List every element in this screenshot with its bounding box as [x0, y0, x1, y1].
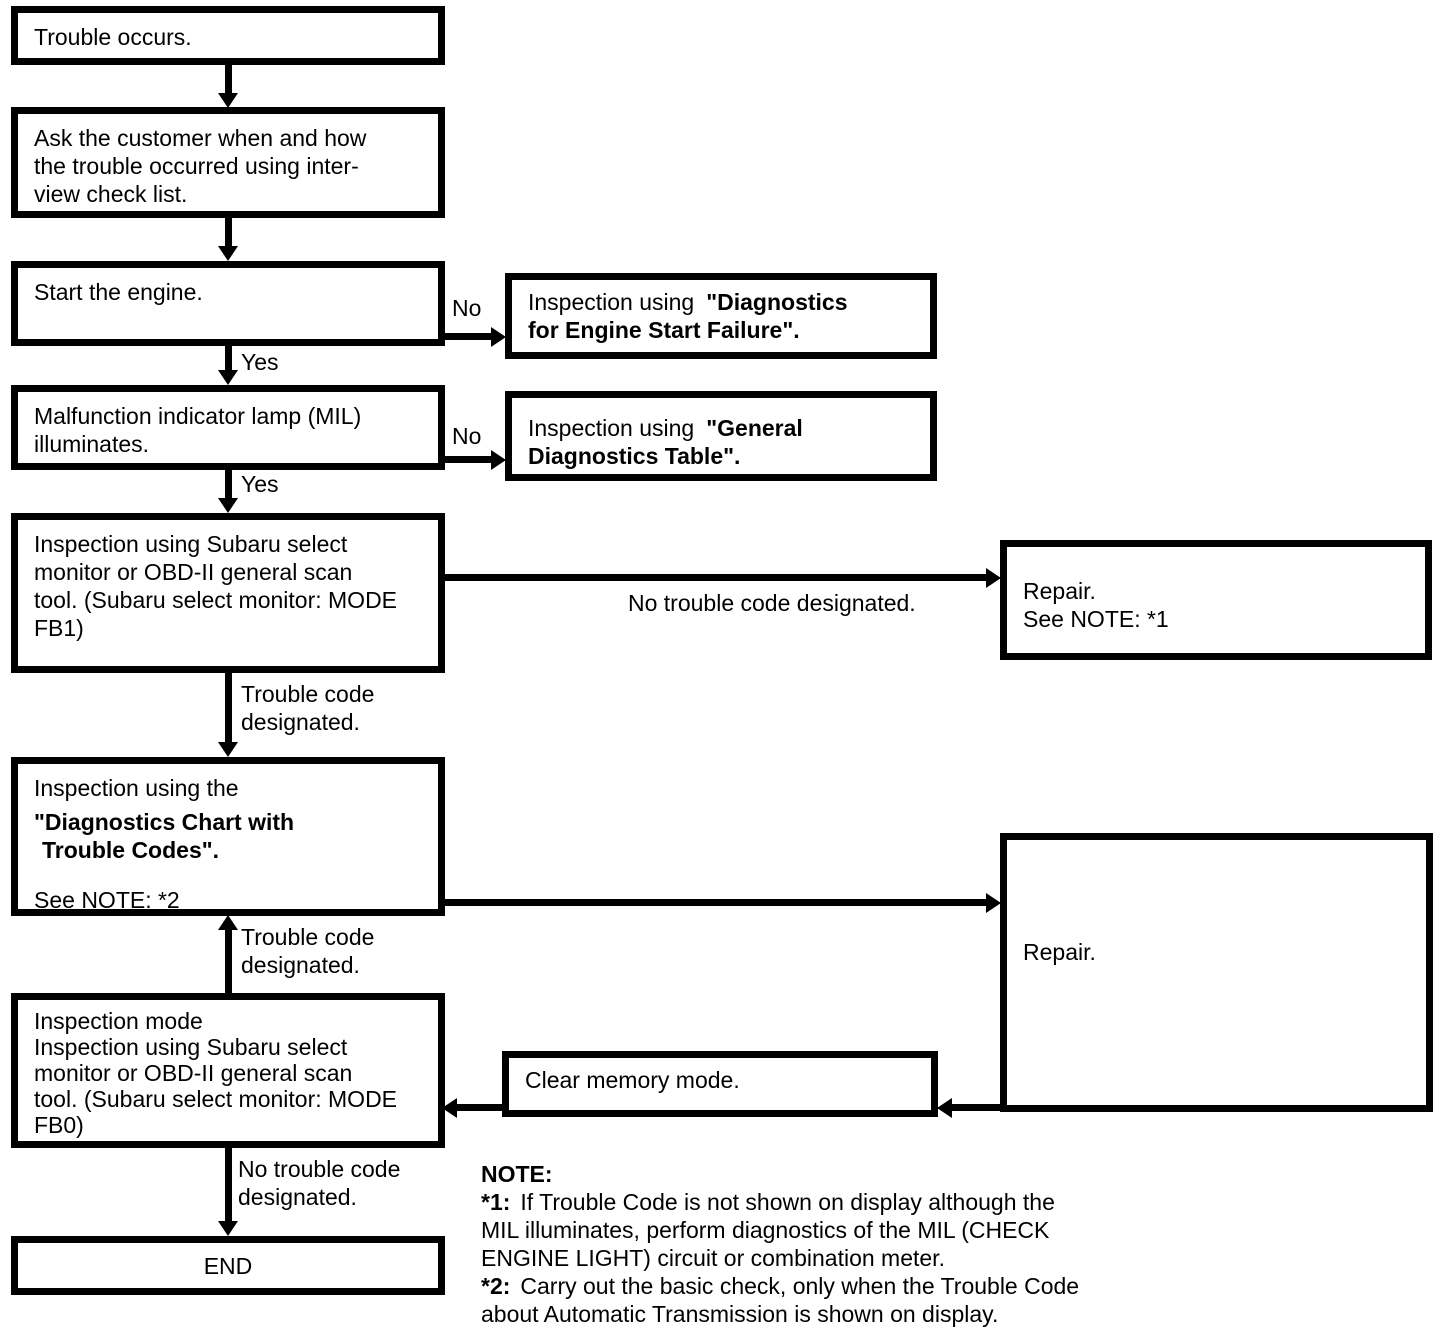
arrow-start-no-shaft — [444, 333, 492, 340]
repair-text: Repair. — [1023, 939, 1096, 965]
note-2-text-1: Carry out the basic check, only when the… — [520, 1273, 1080, 1299]
arrow-fb1-to-repair1-head — [986, 568, 1001, 588]
esf-line-1: Inspection using "Diagnostics — [528, 288, 914, 316]
arrow-fb0-to-chart-head — [218, 915, 238, 930]
diag-chart-title-2: Trouble Codes". — [42, 837, 220, 863]
flow-box-clear-memory: Clear memory mode. — [502, 1051, 938, 1117]
esf-title-1: "Diagnostics — [706, 289, 848, 315]
arrow-trouble-to-ask-shaft — [225, 64, 232, 95]
arrow-trouble-to-ask-head — [218, 93, 238, 108]
fb1-line-3: tool. (Subaru select monitor: MODE — [34, 587, 398, 613]
fb1-line-4: FB1) — [34, 615, 84, 641]
arrow-fb0-to-end-head — [218, 1221, 238, 1236]
diag-chart-title-1: "Diagnostics Chart with — [34, 809, 295, 835]
flow-box-ask-customer: Ask the customer when and how the troubl… — [11, 107, 445, 218]
arrow-start-no-head — [491, 327, 506, 347]
flow-box-trouble-occurs: Trouble occurs. — [11, 6, 445, 65]
edge-label-yes-1: Yes — [241, 349, 279, 375]
note-1-text-3: ENGINE LIGHT) circuit or combination met… — [481, 1245, 945, 1271]
diag-chart-intro: Inspection using the — [34, 775, 239, 801]
edge-label-code-down: Trouble code designated. — [241, 680, 374, 736]
arrow-mil-to-fb1-shaft — [225, 468, 232, 500]
start-engine-text: Start the engine. — [34, 279, 203, 305]
fb0-line-4: tool. (Subaru select monitor: MODE — [34, 1086, 398, 1112]
edge-label-yes-2: Yes — [241, 471, 279, 497]
fb1-line-1: Inspection using Subaru select — [34, 531, 348, 557]
note-2-text-2: about Automatic Transmission is shown on… — [481, 1301, 999, 1327]
fb1-line-2: monitor or OBD-II general scan — [34, 559, 353, 585]
flow-box-inspection-mode-fb0: Inspection mode Inspection using Subaru … — [11, 993, 445, 1148]
edge-label-code-down-2: designated. — [241, 709, 360, 735]
gdt-title-2: Diagnostics Table". — [528, 443, 741, 469]
arrow-start-to-mil-head — [218, 370, 238, 385]
note-block: NOTE: *1: If Trouble Code is not shown on… — [481, 1160, 1079, 1328]
edge-label-code-down-1: Trouble code — [241, 681, 375, 707]
fb0-line-3: monitor or OBD-II general scan — [34, 1060, 353, 1086]
flow-box-general-diagnostics: Inspection using "General Diagnostics Tab… — [505, 391, 937, 481]
edge-label-no-2: No — [452, 423, 482, 449]
fb0-line-1: Inspection mode — [34, 1008, 203, 1034]
flow-box-mil-illuminates: Malfunction indicator lamp (MIL) illumin… — [11, 385, 445, 470]
ask-line-2: the trouble occurred using inter- — [34, 153, 359, 179]
flow-box-inspection-fb1: Inspection using Subaru select monitor o… — [11, 513, 445, 673]
gdt-line-1: Inspection using "General — [528, 414, 914, 442]
arrow-mil-no-head — [491, 450, 506, 470]
note-1-label: *1: — [481, 1189, 511, 1215]
note-heading: NOTE: — [481, 1161, 553, 1187]
repair-note1-line-1: Repair. — [1023, 578, 1096, 604]
arrow-clear-to-fb0-head — [442, 1098, 457, 1118]
clear-memory-text: Clear memory mode. — [525, 1067, 740, 1093]
arrow-start-to-mil-shaft — [225, 345, 232, 372]
flow-box-end: END — [11, 1236, 445, 1295]
edge-label-no-code-down-2: designated. — [238, 1184, 357, 1210]
ask-line-3: view check list. — [34, 181, 188, 207]
fb0-line-5: FB0) — [34, 1112, 84, 1138]
note-2-label: *2: — [481, 1273, 511, 1299]
flow-box-trouble-occurs-text: Trouble occurs. — [34, 24, 192, 50]
arrow-repair-to-clear-shaft — [951, 1104, 1003, 1111]
arrow-fb0-to-end-shaft — [225, 1147, 232, 1223]
note-1-text-1: If Trouble Code is not shown on display … — [520, 1189, 1055, 1215]
esf-title-2: for Engine Start Failure". — [528, 317, 800, 343]
edge-label-no-code-h: No trouble code designated. — [628, 590, 916, 616]
arrow-mil-to-fb1-head — [218, 498, 238, 513]
edge-label-no-1: No — [452, 295, 482, 321]
arrow-clear-to-fb0-shaft — [456, 1104, 503, 1111]
arrow-ask-to-start-head — [218, 246, 238, 261]
gdt-intro: Inspection using — [528, 415, 695, 441]
mil-line-2: illuminates. — [34, 431, 150, 457]
end-text: END — [203, 1252, 253, 1279]
flow-box-start-engine: Start the engine. — [11, 261, 445, 346]
flow-box-diagnostics-chart: Inspection using the "Diagnostics Chart … — [11, 757, 445, 916]
arrow-fb1-to-repair1-shaft — [444, 574, 987, 581]
edge-label-no-code-down: No trouble code designated. — [238, 1155, 400, 1211]
arrow-fb0-to-chart-shaft — [225, 929, 232, 993]
fb0-line-2: Inspection using Subaru select — [34, 1034, 348, 1060]
arrow-repair-to-clear-head — [937, 1098, 952, 1118]
flow-box-repair-note1: Repair. See NOTE: *1 — [1000, 540, 1432, 660]
edge-label-code-up-2: designated. — [241, 952, 360, 978]
flow-box-engine-start-failure: Inspection using "Diagnostics for Engine … — [505, 273, 937, 359]
ask-line-1: Ask the customer when and how — [34, 125, 367, 151]
arrow-chart-to-repair-head — [986, 893, 1001, 913]
edge-label-no-code-down-1: No trouble code — [238, 1156, 401, 1182]
flow-box-repair: Repair. — [1000, 833, 1433, 1112]
arrow-chart-to-repair-shaft — [444, 899, 987, 906]
note-1-line-1: *1: If Trouble Code is not shown on displ… — [481, 1188, 1079, 1216]
edge-label-code-up-1: Trouble code — [241, 924, 375, 950]
arrow-fb1-to-chart-head — [218, 742, 238, 757]
edge-label-code-up: Trouble code designated. — [241, 923, 374, 979]
note-2-line-1: *2: Carry out the basic check, only when … — [481, 1272, 1079, 1300]
repair-note1-line-2: See NOTE: *1 — [1023, 606, 1169, 632]
note-1-text-2: MIL illuminates, perform diagnostics of … — [481, 1217, 1050, 1243]
gdt-title-1: "General — [706, 415, 803, 441]
esf-intro: Inspection using — [528, 289, 695, 315]
arrow-fb1-to-chart-shaft — [225, 672, 232, 744]
arrow-ask-to-start-shaft — [225, 217, 232, 248]
arrow-mil-no-shaft — [444, 456, 492, 463]
diag-chart-note-ref: See NOTE: *2 — [34, 887, 180, 913]
mil-line-1: Malfunction indicator lamp (MIL) — [34, 403, 362, 429]
